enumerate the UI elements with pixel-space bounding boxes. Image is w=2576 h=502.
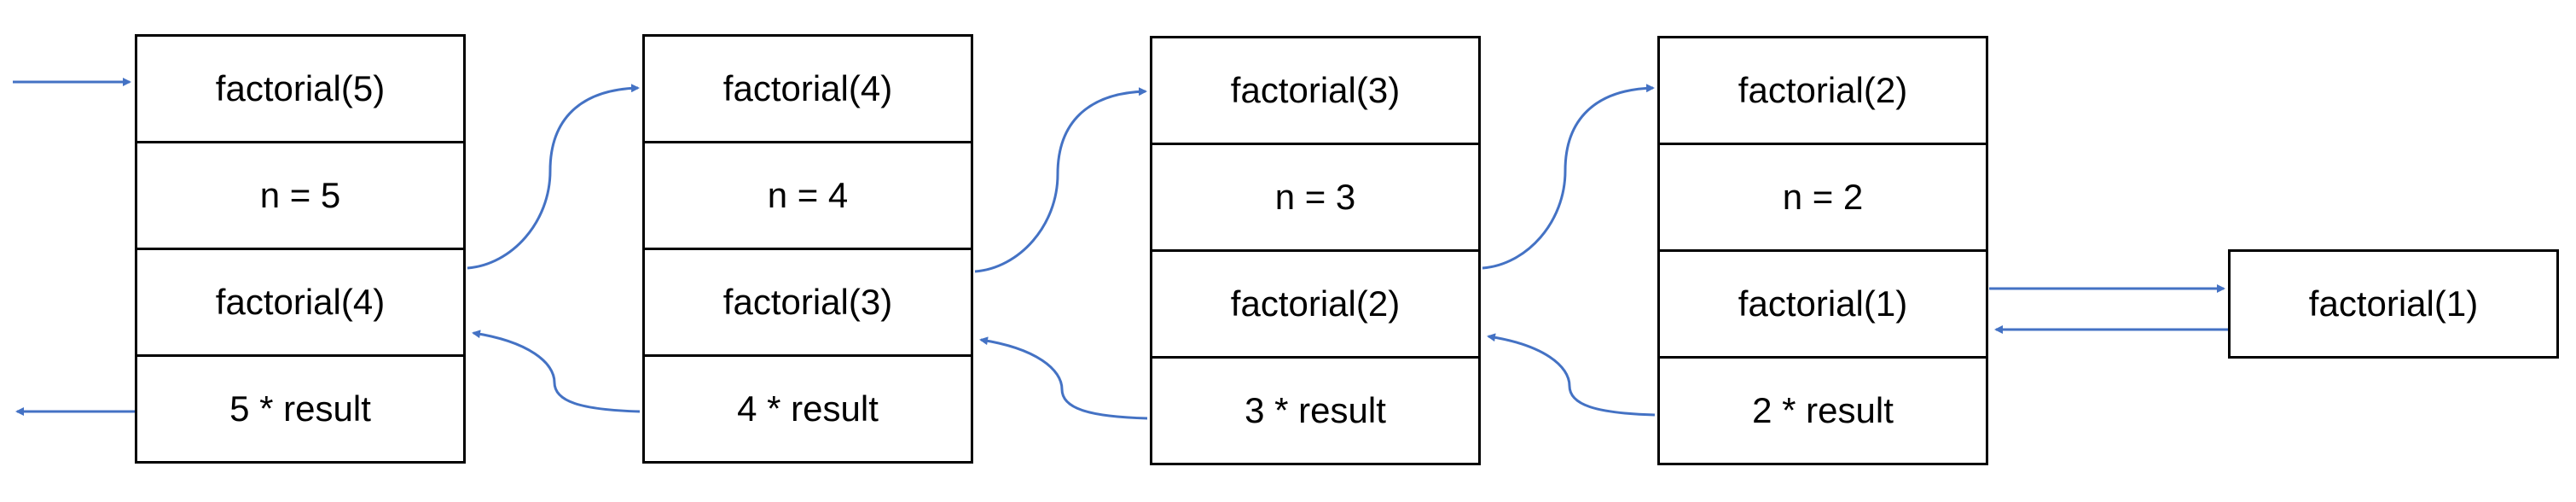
return-arrow-2-to-3 xyxy=(1487,333,1656,417)
frame-call-factorial-3: factorial(3) xyxy=(642,248,973,357)
call-arrow-5-to-4 xyxy=(467,84,640,270)
return-arrow-3-to-4 xyxy=(979,336,1148,420)
return-arrow-4-to-5 xyxy=(472,330,641,413)
frame-header-factorial-2: factorial(2) xyxy=(1657,36,1988,145)
frame-ret-5-result: 5 * result xyxy=(135,354,466,464)
frame-call-factorial-2: factorial(2) xyxy=(1150,249,1481,359)
frame-header-factorial-3: factorial(3) xyxy=(1150,36,1481,145)
frame-var-n-3: n = 3 xyxy=(1150,143,1481,252)
frame-var-n-2: n = 2 xyxy=(1657,143,1988,252)
frame-header-factorial-5: factorial(5) xyxy=(135,34,466,143)
frame-call-factorial-1: factorial(1) xyxy=(1657,249,1988,359)
frame-ret-2-result: 2 * result xyxy=(1657,356,1988,465)
frame-var-n-5: n = 5 xyxy=(135,141,466,250)
frame-call-factorial-4: factorial(4) xyxy=(135,248,466,357)
frame-ret-3-result: 3 * result xyxy=(1150,356,1481,465)
call-arrow-3-to-2 xyxy=(1482,84,1655,270)
base-case-factorial-1: factorial(1) xyxy=(2228,249,2559,359)
frame-ret-4-result: 4 * result xyxy=(642,354,973,464)
frame-header-factorial-4: factorial(4) xyxy=(642,34,973,143)
call-arrow-4-to-3 xyxy=(974,87,1147,273)
frame-var-n-4: n = 4 xyxy=(642,141,973,250)
